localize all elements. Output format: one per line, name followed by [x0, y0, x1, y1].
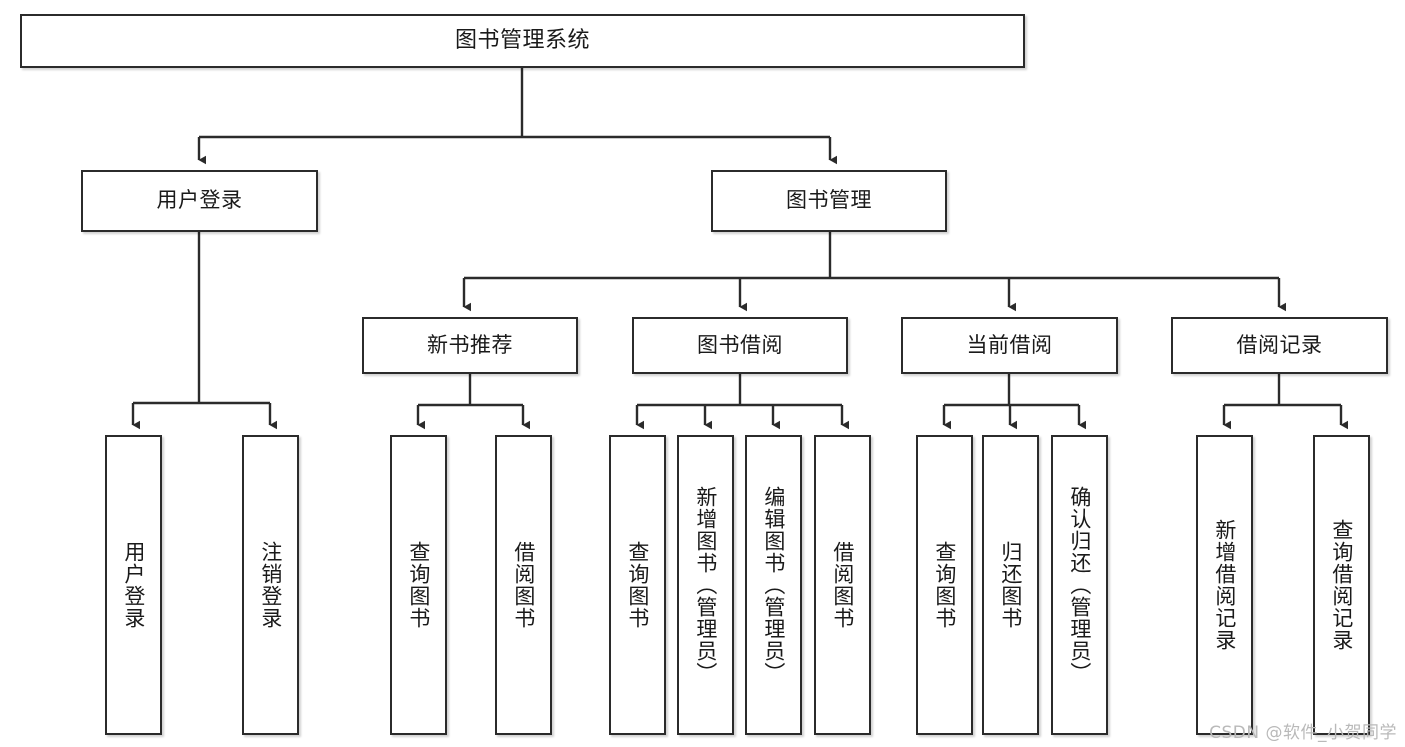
leaf-borrow-record-query-record[interactable]: 查询借阅记录 [1313, 435, 1370, 735]
node-label: 新增借阅记录 [1212, 519, 1237, 651]
node-label: 图书借阅 [697, 332, 783, 357]
node-label: 图书管理系统 [454, 27, 590, 53]
node-label: 借阅图书 [511, 541, 536, 629]
node-label: 查询借阅记录 [1329, 519, 1354, 651]
leaf-book-borrow-borrow-book[interactable]: 借阅图书 [814, 435, 871, 735]
node-book-borrow[interactable]: 图书借阅 [632, 317, 848, 374]
node-label: 查询图书 [625, 541, 650, 629]
node-root-book-management-system[interactable]: 图书管理系统 [20, 14, 1025, 68]
node-current-borrow[interactable]: 当前借阅 [901, 317, 1118, 374]
leaf-current-borrow-return-book[interactable]: 归还图书 [982, 435, 1039, 735]
node-label: 借阅图书 [830, 541, 855, 629]
leaf-book-borrow-query-book[interactable]: 查询图书 [609, 435, 666, 735]
leaf-book-borrow-add-book-admin[interactable]: 新增图书（管理员） [677, 435, 734, 735]
watermark-text: CSDN @软件_小贺同学 [1209, 723, 1397, 743]
node-borrow-record[interactable]: 借阅记录 [1171, 317, 1388, 374]
node-label: 图书管理 [786, 188, 872, 213]
node-label: 新书推荐 [427, 332, 513, 357]
node-label: 确认归还（管理员） [1067, 486, 1092, 684]
leaf-current-borrow-confirm-return-admin[interactable]: 确认归还（管理员） [1051, 435, 1108, 735]
node-label: 编辑图书（管理员） [761, 486, 786, 684]
leaf-user-login-logout[interactable]: 注销登录 [242, 435, 299, 735]
node-label: 用户登录 [121, 541, 146, 629]
leaf-new-book-borrow-book[interactable]: 借阅图书 [495, 435, 552, 735]
leaf-current-borrow-query-book[interactable]: 查询图书 [916, 435, 973, 735]
leaf-borrow-record-add-record[interactable]: 新增借阅记录 [1196, 435, 1253, 735]
node-label: 归还图书 [998, 541, 1023, 629]
leaf-book-borrow-edit-book-admin[interactable]: 编辑图书（管理员） [745, 435, 802, 735]
node-label: 用户登录 [156, 188, 243, 213]
node-new-book-recommend[interactable]: 新书推荐 [362, 317, 578, 374]
leaf-user-login-login[interactable]: 用户登录 [105, 435, 162, 735]
node-label: 查询图书 [406, 541, 431, 629]
leaf-new-book-query-book[interactable]: 查询图书 [390, 435, 447, 735]
node-user-login[interactable]: 用户登录 [81, 170, 318, 232]
node-label: 查询图书 [932, 541, 957, 629]
node-label: 当前借阅 [966, 332, 1053, 357]
node-book-management[interactable]: 图书管理 [711, 170, 947, 232]
node-label: 借阅记录 [1236, 332, 1323, 357]
node-label: 注销登录 [258, 541, 283, 629]
node-label: 新增图书（管理员） [693, 486, 718, 684]
